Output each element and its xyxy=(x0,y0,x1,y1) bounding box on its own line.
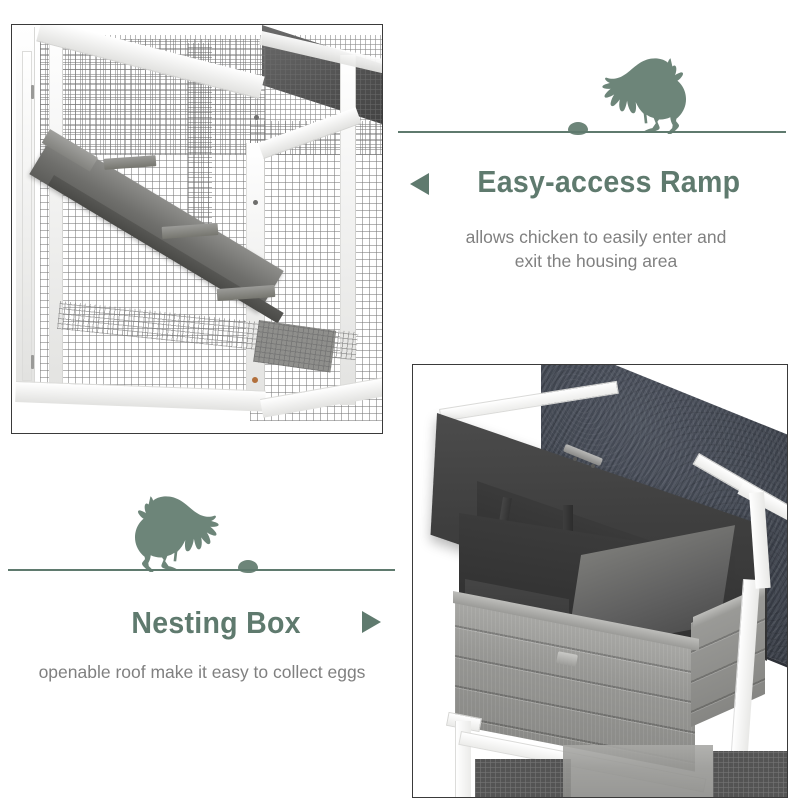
arrow-right-icon[interactable] xyxy=(362,611,381,633)
photo-panel-ramp xyxy=(11,24,383,434)
feature-title-nesting-box: Nesting Box xyxy=(131,605,301,640)
photo-nesting-box-image xyxy=(413,365,787,797)
photo-ramp-image xyxy=(12,25,382,433)
egg-icon xyxy=(568,122,588,135)
feature-title-easy-access-ramp: Easy-access Ramp xyxy=(477,164,741,199)
feature-description-line-1: allows chicken to easily enter and xyxy=(465,227,727,247)
feature-description-line-1: openable roof make it easy to collect eg… xyxy=(38,662,366,682)
arrow-left-icon[interactable] xyxy=(410,173,429,195)
photo-panel-nesting-box xyxy=(412,364,788,798)
feature-divider-top xyxy=(398,131,786,133)
chicken-silhouette-icon xyxy=(133,490,243,572)
feature-description-nesting-box: openable roof make it easy to collect eg… xyxy=(2,660,402,684)
feature-description-easy-access-ramp: allows chicken to easily enter and exit … xyxy=(404,225,788,273)
feature-description-line-2: exit the housing area xyxy=(514,251,678,271)
feature-divider-bottom xyxy=(8,569,395,571)
egg-icon xyxy=(238,560,258,573)
chicken-silhouette-icon xyxy=(578,52,688,134)
